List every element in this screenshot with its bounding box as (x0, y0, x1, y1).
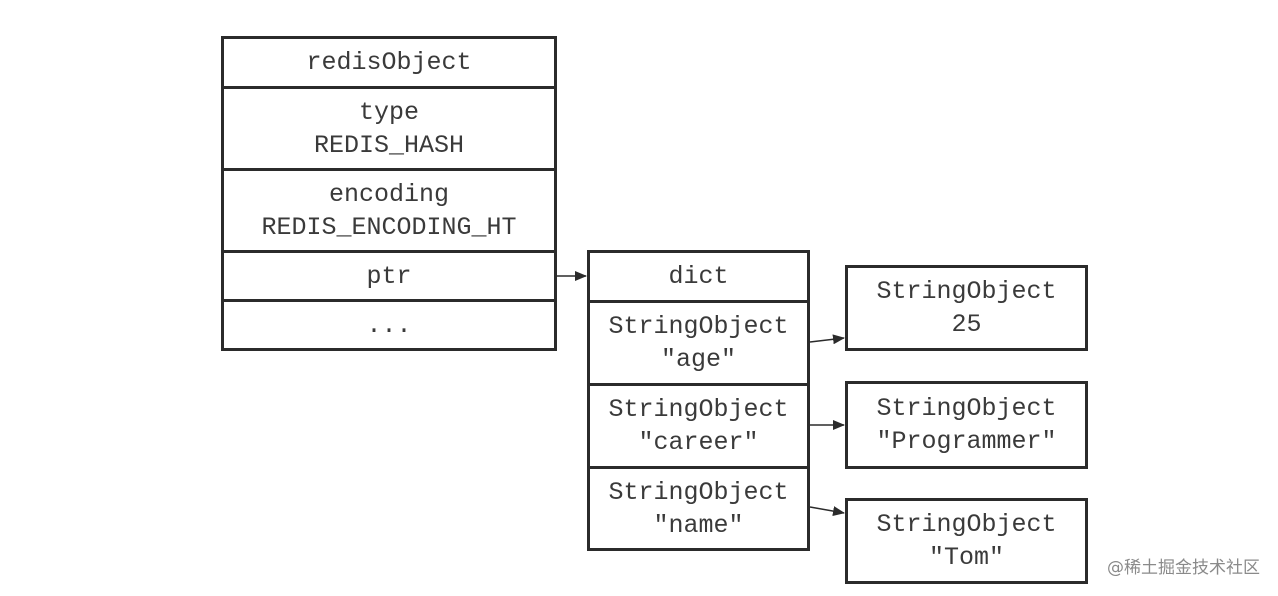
redis-object-ptr-field: ptr (224, 253, 554, 302)
dict-key-age: StringObject "age" (590, 303, 807, 386)
value-type: StringObject (876, 510, 1057, 539)
dict-key-type: StringObject (608, 312, 789, 341)
redis-object-title: redisObject (224, 39, 554, 89)
redis-object-type-field: type REDIS_HASH (224, 89, 554, 171)
arrow-age-to-value (809, 334, 845, 345)
dict-key-value: "age" (660, 345, 736, 374)
dict-key-type: StringObject (608, 395, 789, 424)
value-text: "Tom" (928, 543, 1004, 572)
encoding-value: REDIS_ENCODING_HT (261, 212, 517, 242)
dict-key-value: "name" (653, 510, 744, 540)
dict-key-career: StringObject "career" (590, 386, 807, 469)
arrow-name-to-value (809, 506, 845, 517)
dict-title-text: dict (668, 262, 729, 291)
dict-key-value: "career" (638, 428, 759, 457)
value-box-age: StringObject 25 (845, 265, 1088, 351)
dict-title: dict (590, 253, 807, 303)
value-box-career: StringObject "Programmer" (845, 381, 1088, 469)
dict-key-type: StringObject (608, 477, 789, 507)
redis-object-ellipsis-field: ... (224, 302, 554, 348)
value-type: StringObject (876, 394, 1057, 423)
dict-box: dict StringObject "age" StringObject "ca… (587, 250, 810, 551)
value-type: StringObject (876, 277, 1057, 306)
redis-object-title-text: redisObject (306, 48, 472, 77)
value-box-name: StringObject "Tom" (845, 498, 1088, 584)
ellipsis-text: ... (366, 310, 412, 340)
encoding-label: encoding (328, 179, 450, 209)
value-text: 25 (951, 310, 982, 339)
ptr-label: ptr (366, 261, 412, 291)
type-label: type (358, 97, 419, 127)
watermark-text: @稀土掘金技术社区 (1107, 558, 1260, 578)
type-value: REDIS_HASH (313, 130, 465, 160)
redis-object-encoding-field: encoding REDIS_ENCODING_HT (224, 171, 554, 253)
redis-object-box: redisObject type REDIS_HASH encoding RED… (221, 36, 557, 351)
value-text: "Programmer" (876, 427, 1057, 456)
dict-key-name: StringObject "name" (590, 469, 807, 548)
